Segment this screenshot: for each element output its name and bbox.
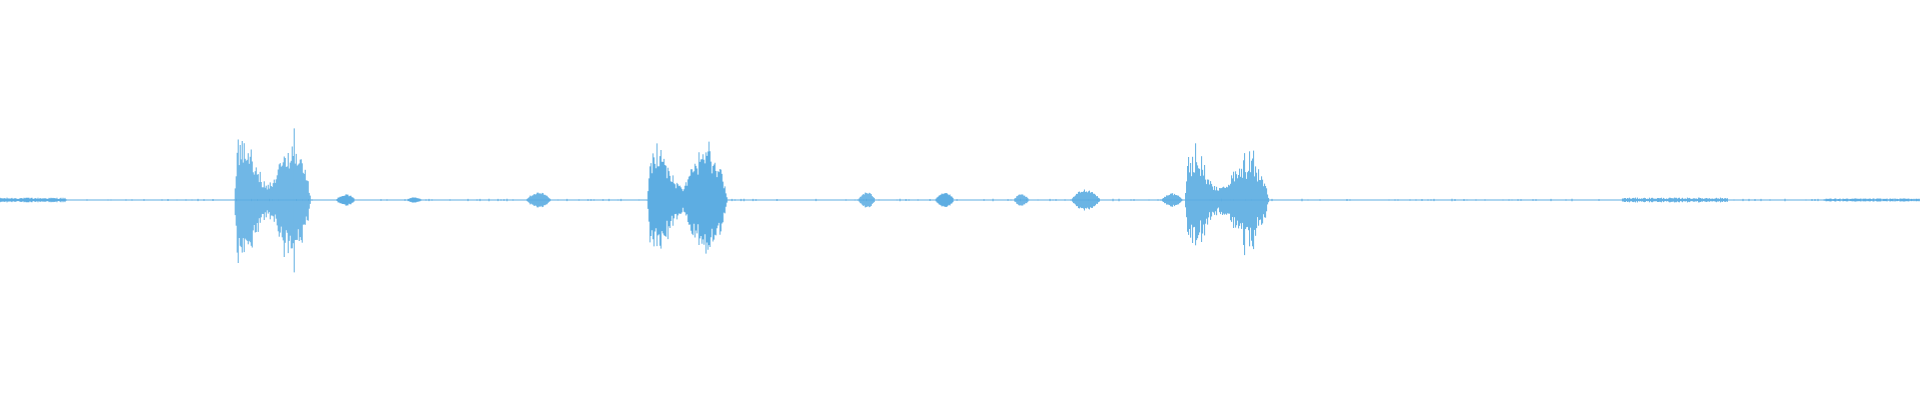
waveform-noise-0 — [0, 197, 66, 203]
waveform-blip-2 — [406, 197, 423, 203]
waveform-blip-7 — [1070, 189, 1100, 211]
waveform-blip-8 — [1161, 193, 1184, 207]
waveform-segments — [0, 128, 1920, 273]
waveform-burst-2 — [646, 141, 728, 254]
waveform-noise-floor — [20, 198, 1918, 202]
waveform-noise-2 — [1823, 198, 1920, 202]
waveform-blip-6 — [1013, 194, 1030, 206]
waveform-burst-3 — [1184, 143, 1270, 256]
waveform-burst-1 — [233, 128, 311, 273]
waveform-noise-1 — [1621, 197, 1728, 203]
